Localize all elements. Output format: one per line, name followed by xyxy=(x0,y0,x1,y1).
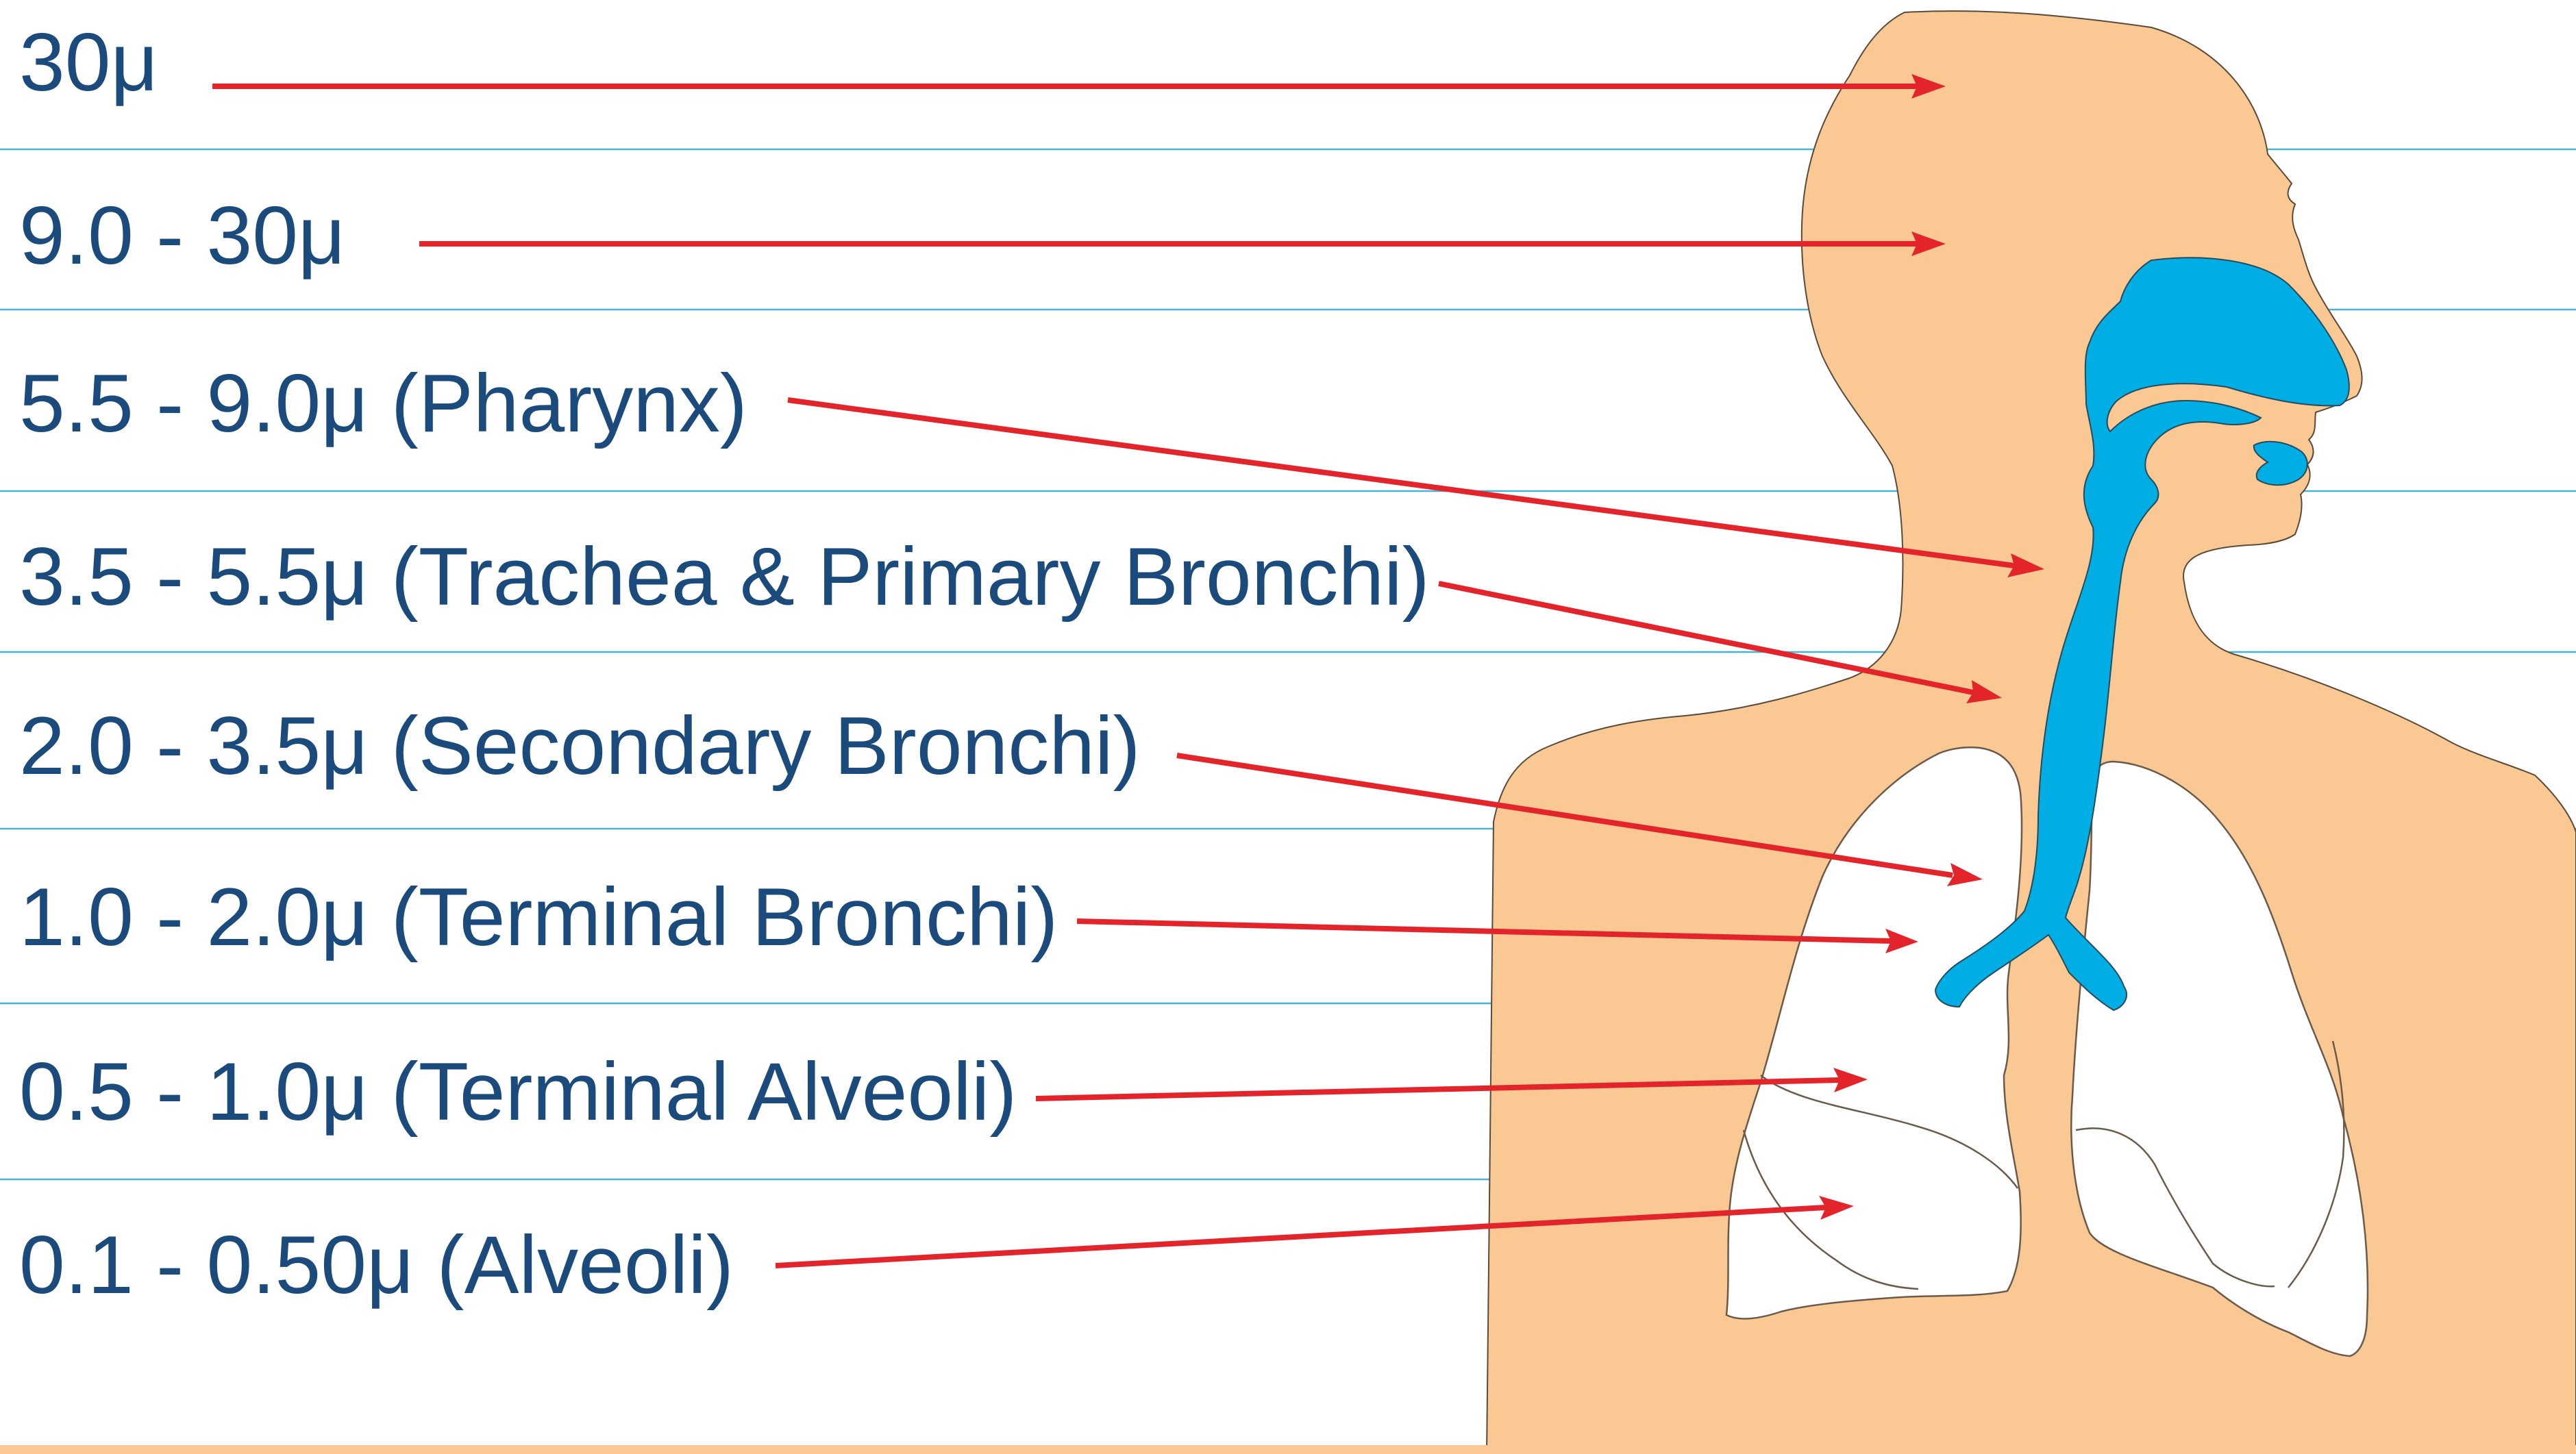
label-head-large: 30μ xyxy=(19,16,158,108)
bottom-band xyxy=(0,1445,2576,1454)
label-trachea: 3.5 - 5.5μ (Trachea & Primary Bronchi) xyxy=(19,531,1430,623)
label-pharynx: 5.5 - 9.0μ (Pharynx) xyxy=(19,358,747,449)
body-silhouette xyxy=(1487,11,2576,1454)
arrow-head-medium xyxy=(419,231,1946,256)
label-terminal-alveoli: 0.5 - 1.0μ (Terminal Alveoli) xyxy=(19,1046,1017,1138)
arrow-head-large xyxy=(212,74,1946,99)
label-terminal-bronchi: 1.0 - 2.0μ (Terminal Bronchi) xyxy=(19,871,1058,963)
deposition-labels: 30μ 9.0 - 30μ 5.5 - 9.0μ (Pharynx) 3.5 -… xyxy=(19,16,1430,1311)
label-head-medium: 9.0 - 30μ xyxy=(19,190,345,281)
label-secondary-bronchi: 2.0 - 3.5μ (Secondary Bronchi) xyxy=(19,700,1141,792)
label-alveoli: 0.1 - 0.50μ (Alveoli) xyxy=(19,1219,734,1311)
